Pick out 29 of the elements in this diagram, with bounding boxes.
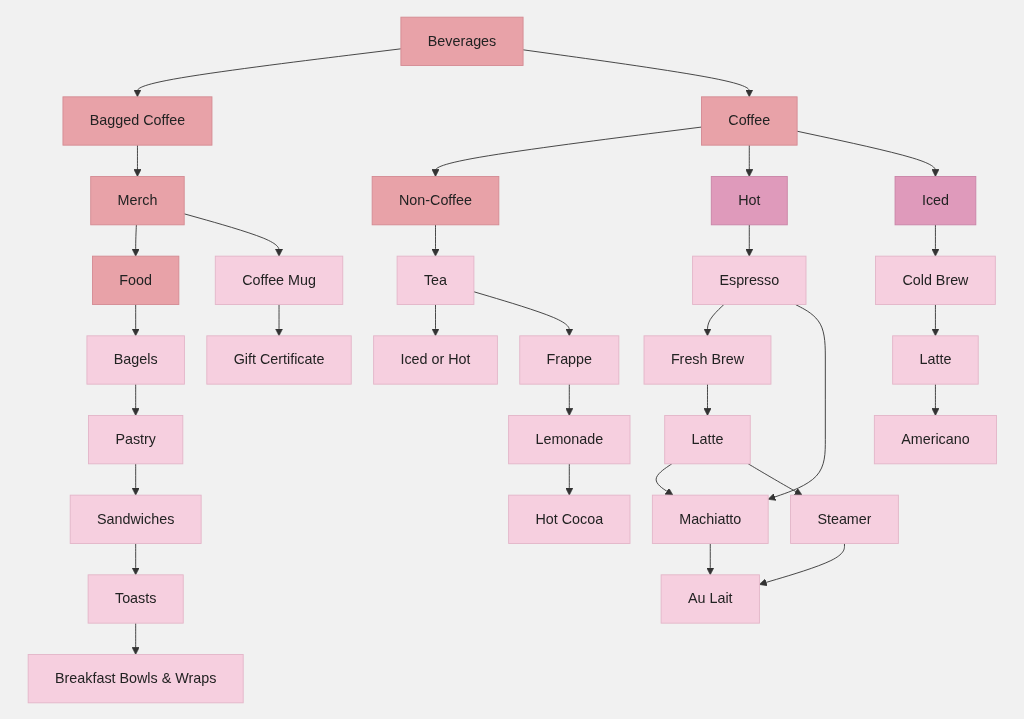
node-box: Latte	[891, 334, 979, 385]
node-box: Machiatto	[651, 494, 769, 544]
node-box: Cold Brew	[874, 255, 996, 305]
node-box: Espresso	[691, 255, 807, 305]
node-box: Beverages	[400, 16, 524, 66]
node-box: Steamer	[789, 494, 899, 544]
node-box: Americano	[873, 414, 997, 464]
node-box: Lemonade	[507, 414, 631, 464]
node-box: Iced	[894, 175, 976, 225]
node-box: Frappe	[518, 334, 619, 385]
node-box: Bagels	[86, 334, 185, 385]
node-box: Coffee	[700, 95, 798, 146]
node-box: Tea	[396, 255, 474, 305]
node-box: Breakfast Bowls & Wraps	[27, 653, 244, 703]
node-box: Latte	[663, 414, 751, 464]
node-box: Iced or Hot	[372, 334, 498, 385]
node-box: Au Lait	[660, 573, 760, 624]
node-box: Gift Certificate	[206, 334, 352, 385]
node-box: Pastry	[87, 414, 183, 464]
node-box: Food	[91, 255, 179, 305]
node-box: Sandwiches	[69, 494, 202, 544]
node-box: Bagged Coffee	[62, 95, 213, 146]
node-box: Merch	[89, 175, 185, 225]
node-box: Hot	[710, 175, 788, 225]
node-box: Toasts	[87, 573, 184, 624]
node-box: Coffee Mug	[214, 255, 343, 305]
node-box: Hot Cocoa	[507, 494, 631, 544]
node-box: Non-Coffee	[371, 175, 499, 225]
node-box: Fresh Brew	[643, 334, 772, 385]
